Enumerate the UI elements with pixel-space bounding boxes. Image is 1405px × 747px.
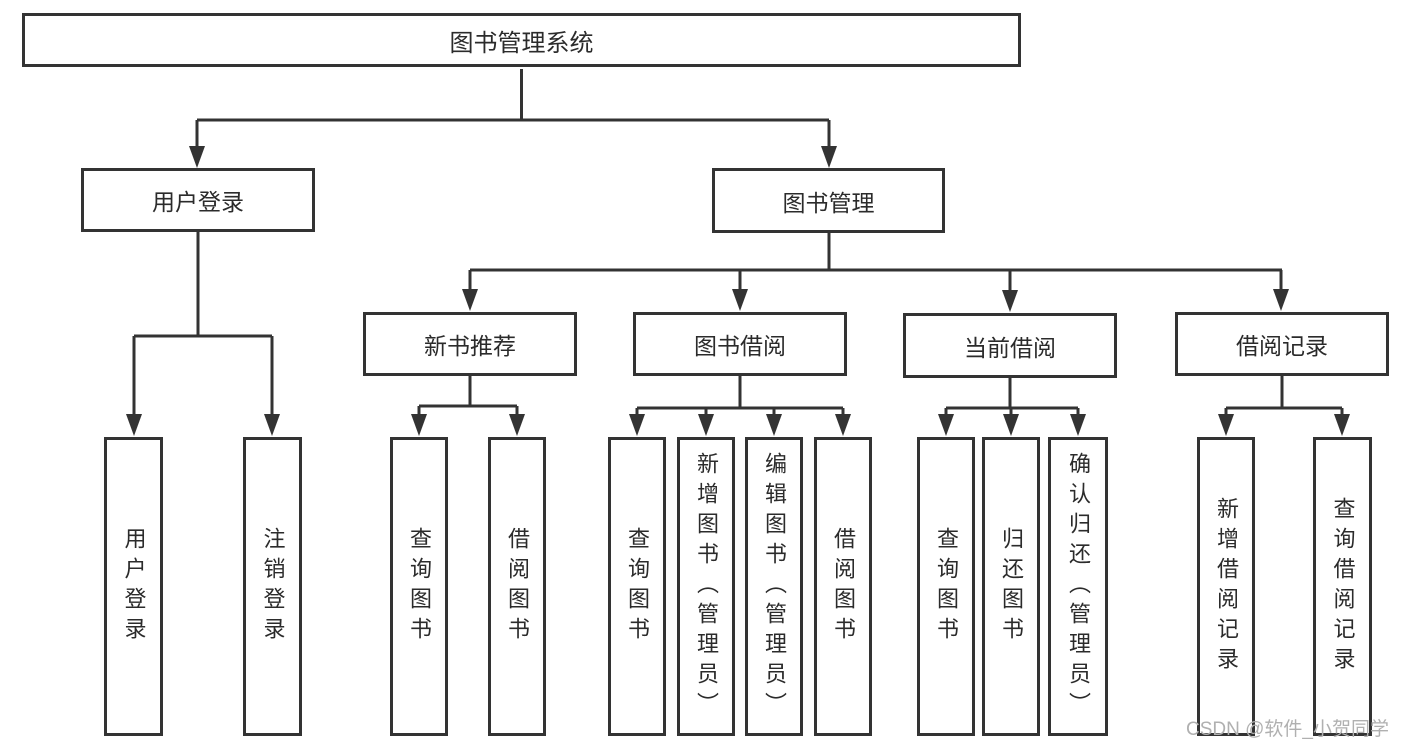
- arrow-down-icon: [698, 414, 714, 436]
- leaf-query-borrow-record: 查询借阅记录: [1313, 437, 1372, 736]
- arrow-down-icon: [1003, 414, 1019, 436]
- leaf-borrow-books: 借阅图书: [814, 437, 872, 736]
- node-book-management-label: 图书管理: [782, 189, 875, 216]
- leaf-add-borrow-record-label: 新增借阅记录: [1214, 496, 1239, 677]
- arrow-down-icon: [189, 146, 205, 168]
- node-current-borrow: 当前借阅: [903, 313, 1117, 378]
- node-current-borrow-label: 当前借阅: [964, 334, 1056, 361]
- arrow-down-icon: [126, 414, 142, 436]
- arrow-down-icon: [732, 289, 748, 311]
- leaf-query-books-recommend: 查询图书: [390, 437, 448, 736]
- arrow-down-icon: [509, 414, 525, 436]
- connector-current-borrow-children: [944, 377, 1080, 418]
- leaf-borrow-books-label: 借阅图书: [831, 526, 856, 647]
- arrow-down-icon: [411, 414, 427, 436]
- arrow-down-icon: [629, 414, 645, 436]
- leaf-edit-book-admin: 编辑图书（管理员）: [745, 437, 803, 736]
- leaf-borrow-books-recommend: 借阅图书: [488, 437, 546, 736]
- leaf-user-login-label: 用户登录: [121, 526, 147, 647]
- leaf-query-books-recommend-label: 查询图书: [407, 526, 432, 647]
- node-root: 图书管理系统: [22, 13, 1021, 67]
- arrow-down-icon: [938, 414, 954, 436]
- node-borrow-records: 借阅记录: [1175, 312, 1389, 376]
- leaf-add-book-admin-label: 新增图书（管理员）: [694, 451, 719, 722]
- node-book-management: 图书管理: [712, 168, 945, 233]
- csdn-watermark: CSDN @软件_小贺同学: [1186, 719, 1389, 740]
- leaf-logout: 注销登录: [243, 437, 302, 736]
- node-book-borrow-label: 图书借阅: [694, 333, 786, 359]
- leaf-add-book-admin: 新增图书（管理员）: [677, 437, 735, 736]
- arrow-down-icon: [766, 414, 782, 436]
- node-user-login-label: 用户登录: [152, 189, 244, 215]
- leaf-query-books-borrow-label: 查询图书: [625, 526, 650, 647]
- leaf-query-books-borrow: 查询图书: [608, 437, 666, 736]
- leaf-confirm-return-admin: 确认归还（管理员）: [1048, 437, 1108, 736]
- node-book-borrow: 图书借阅: [633, 312, 847, 376]
- node-user-login: 用户登录: [81, 168, 315, 232]
- arrow-down-icon: [835, 414, 851, 436]
- leaf-query-books-current-label: 查询图书: [934, 526, 959, 647]
- leaf-edit-book-admin-label: 编辑图书（管理员）: [762, 451, 787, 722]
- node-root-label: 图书管理系统: [449, 29, 594, 57]
- leaf-logout-label: 注销登录: [260, 526, 286, 647]
- node-borrow-records-label: 借阅记录: [1236, 333, 1328, 359]
- arrow-down-icon: [821, 146, 837, 168]
- node-new-book-recommend: 新书推荐: [363, 312, 577, 376]
- leaf-user-login: 用户登录: [104, 437, 163, 736]
- leaf-borrow-books-recommend-label: 借阅图书: [505, 526, 530, 647]
- leaf-confirm-return-admin-label: 确认归还（管理员）: [1066, 451, 1091, 722]
- leaf-query-books-current: 查询图书: [917, 437, 975, 736]
- connector-user-login-children: [132, 232, 274, 418]
- arrow-down-icon: [462, 289, 478, 311]
- leaf-add-borrow-record: 新增借阅记录: [1197, 437, 1255, 736]
- arrow-down-icon: [1070, 414, 1086, 436]
- arrow-down-icon: [1218, 414, 1234, 436]
- connector-borrow-records-children: [1224, 376, 1344, 418]
- arrow-down-icon: [264, 414, 280, 436]
- leaf-query-borrow-record-label: 查询借阅记录: [1330, 496, 1356, 677]
- connector-book-borrow-children: [635, 375, 845, 418]
- connector-book-mgmt-children: [468, 232, 1283, 294]
- node-new-book-recommend-label: 新书推荐: [424, 333, 516, 359]
- leaf-return-book: 归还图书: [982, 437, 1040, 736]
- arrow-down-icon: [1002, 290, 1018, 312]
- connector-new-book-children: [417, 375, 519, 418]
- leaf-return-book-label: 归还图书: [999, 526, 1024, 647]
- arrow-down-icon: [1334, 414, 1350, 436]
- arrow-down-icon: [1273, 289, 1289, 311]
- connector-root-to-level2: [195, 69, 831, 150]
